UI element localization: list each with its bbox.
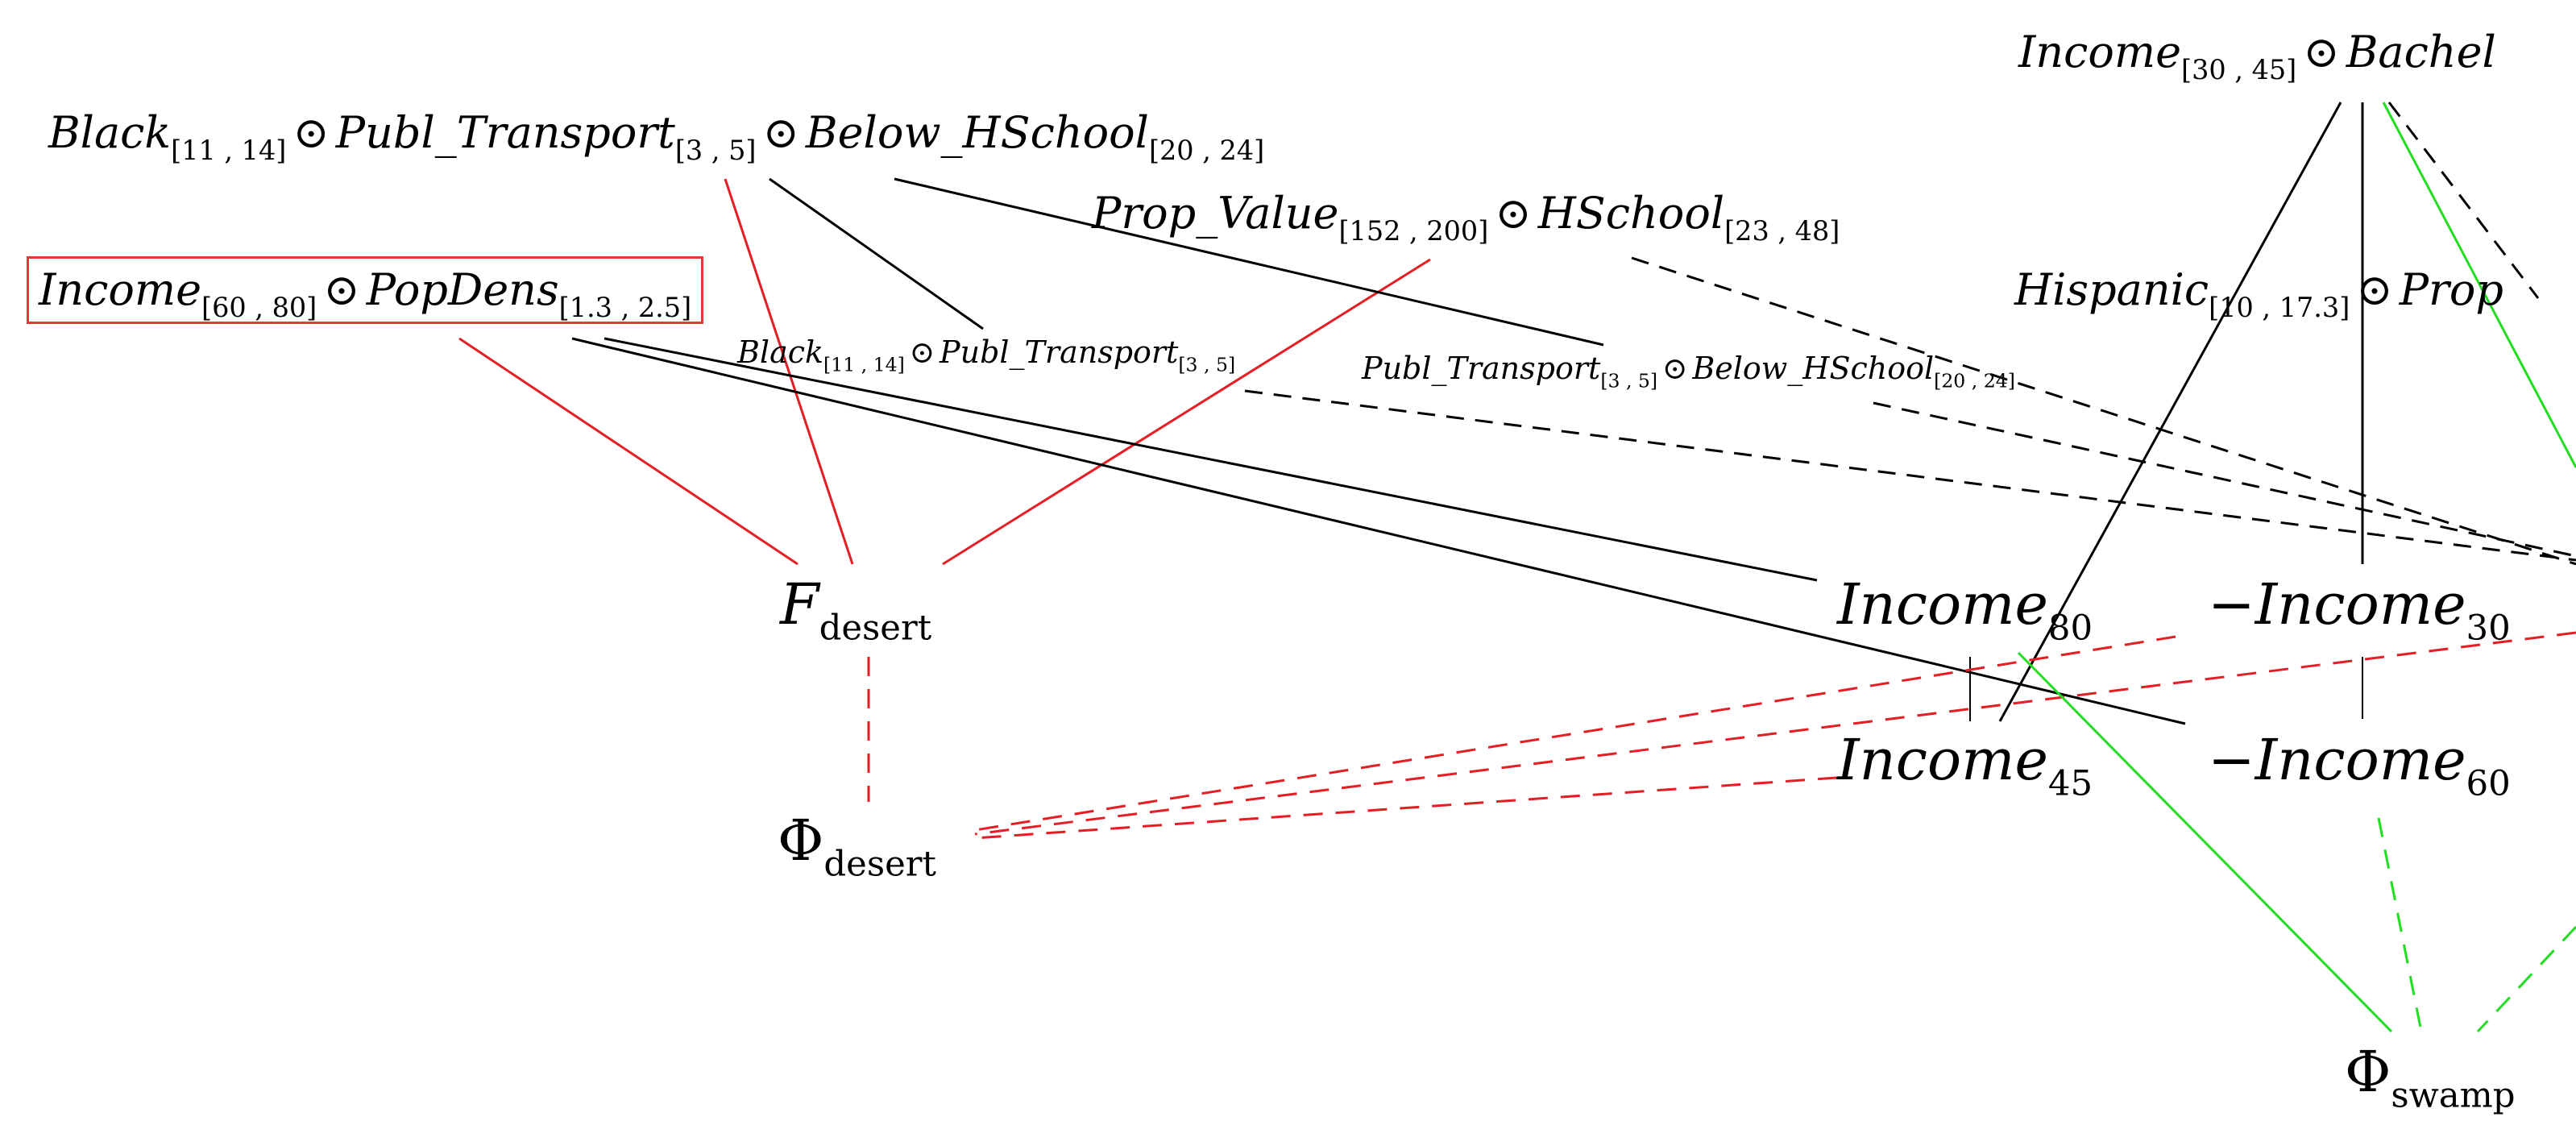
node-subscript: [23 , 48]: [1724, 215, 1840, 247]
edge-neg-income30-to-phidesert: [974, 631, 2576, 836]
node-subscript: 45: [2047, 763, 2093, 804]
edge-income80-to-phidesert: [974, 635, 2176, 832]
edge-income45-to-phidesert: [974, 776, 1838, 840]
odot-operator: ⊙: [2303, 27, 2340, 77]
edge-dashed-prop-value-right: [1631, 256, 2576, 566]
node-label: −Income: [2208, 571, 2466, 637]
node-subscript: [152 , 200]: [1338, 215, 1489, 247]
odot-operator: ⊙: [909, 334, 935, 370]
node-subscript: 80: [2047, 608, 2093, 649]
node-subscript: swamp: [2391, 1075, 2516, 1116]
node-label: HSchool: [1537, 188, 1725, 239]
node-label: Φ: [778, 808, 824, 874]
node-label: Prop: [2399, 264, 2503, 315]
node-label: Income: [1837, 727, 2048, 793]
node-subscript: [10 , 17.3]: [2209, 292, 2350, 324]
edge-black-transport-below-to-fdesert: [724, 178, 854, 565]
node-neg-income-30: −Income30: [2208, 576, 2511, 646]
node-label: F: [780, 571, 819, 637]
node-label: Income: [2018, 27, 2182, 77]
node-income-popdens: Income[60 , 80]⊙PopDens[1.3 , 2.5]: [26, 256, 704, 324]
edge-dashed-black-transport-right: [1244, 389, 2576, 562]
node-income-30-45-bachel: Income[30 , 45]⊙Bachel: [2018, 31, 2496, 84]
node-label: Below_HSchool: [1692, 351, 1935, 386]
edge-neg-income60-to-phiswamp: [2377, 817, 2423, 1032]
node-black-transport: Black[11 , 14]⊙Publ_Transport[3 , 5]: [737, 334, 1235, 374]
edge-popdens-to-neg-income60: [571, 337, 2186, 725]
node-transport-below-hschool: Publ_Transport[3 , 5]⊙Below_HSchool[20 ,…: [1362, 351, 2015, 390]
node-label: Income: [1837, 571, 2048, 637]
node-subscript: [1.3 , 2.5]: [558, 292, 692, 324]
node-subscript: [20 , 24]: [1934, 369, 2015, 392]
node-income-80: Income80: [1837, 576, 2093, 646]
node-label: Φ: [2345, 1039, 2391, 1105]
node-subscript: [60 , 80]: [201, 292, 317, 324]
node-subscript: [3 , 5]: [1600, 369, 1658, 392]
node-label: Bachel: [2346, 27, 2496, 77]
edge-dashed-income3045-right: [2387, 102, 2540, 299]
node-prop-value-hschool: Prop_Value[152 , 200]⊙HSchool[23 , 48]: [1092, 192, 1840, 245]
odot-operator: ⊙: [292, 107, 330, 158]
edge-popdens-to-fdesert: [458, 337, 799, 566]
node-income-45: Income45: [1837, 732, 2093, 801]
node-label: Prop_Value: [1092, 188, 1339, 239]
odot-operator: ⊙: [1661, 351, 1688, 386]
odot-operator: ⊙: [762, 107, 799, 158]
node-label: Publ_Transport: [1362, 351, 1601, 386]
node-label: Income: [39, 264, 202, 315]
node-f-desert: Fdesert: [780, 576, 931, 646]
node-label: PopDens: [366, 264, 559, 315]
edge-income3045-green-right: [2382, 102, 2576, 468]
node-label: Black: [48, 107, 172, 158]
edge-black-transport-below-to-black-transport: [769, 177, 984, 330]
node-label: Publ_Transport: [940, 334, 1179, 370]
node-subscript: 30: [2466, 608, 2511, 649]
node-label: Black: [737, 334, 824, 370]
node-label: Below_HSchool: [805, 107, 1149, 158]
edge-green-dashed-right: [2476, 925, 2576, 1033]
node-hispanic-prop: Hispanic[10 , 17.3]⊙Prop: [2014, 268, 2503, 322]
edge-dashed-transport-below-right: [1873, 401, 2576, 558]
node-label: Hispanic: [2014, 264, 2209, 315]
node-label: −Income: [2208, 727, 2466, 793]
node-subscript: [20 , 24]: [1148, 135, 1265, 167]
node-phi-swamp: Φswamp: [2345, 1044, 2516, 1113]
node-subscript: [3 , 5]: [674, 135, 757, 167]
node-black-transport-below-hschool: Black[11 , 14]⊙Publ_Transport[3 , 5]⊙Bel…: [48, 111, 1264, 164]
node-phi-desert: Φdesert: [778, 812, 936, 882]
edge-income80-to-phiswamp: [2017, 651, 2393, 1033]
node-label: Publ_Transport: [335, 107, 675, 158]
edge-popdens-to-income80: [604, 337, 1818, 582]
node-subscript: desert: [823, 844, 936, 885]
node-subscript: [11 , 14]: [823, 353, 905, 376]
edge-prop-value-to-fdesert: [942, 258, 1431, 566]
odot-operator: ⊙: [1495, 188, 1532, 239]
node-subscript: desert: [819, 608, 932, 649]
node-neg-income-60: −Income60: [2208, 732, 2511, 801]
node-subscript: 60: [2466, 763, 2511, 804]
edge-black-transport-below-to-transport-below: [894, 177, 1604, 347]
odot-operator: ⊙: [2356, 264, 2393, 315]
odot-operator: ⊙: [323, 264, 360, 315]
node-subscript: [11 , 14]: [171, 135, 287, 167]
node-subscript: [3 , 5]: [1178, 353, 1236, 376]
edge-income3045-to-income45: [1998, 102, 2342, 722]
node-subscript: [30 , 45]: [2181, 54, 2297, 86]
